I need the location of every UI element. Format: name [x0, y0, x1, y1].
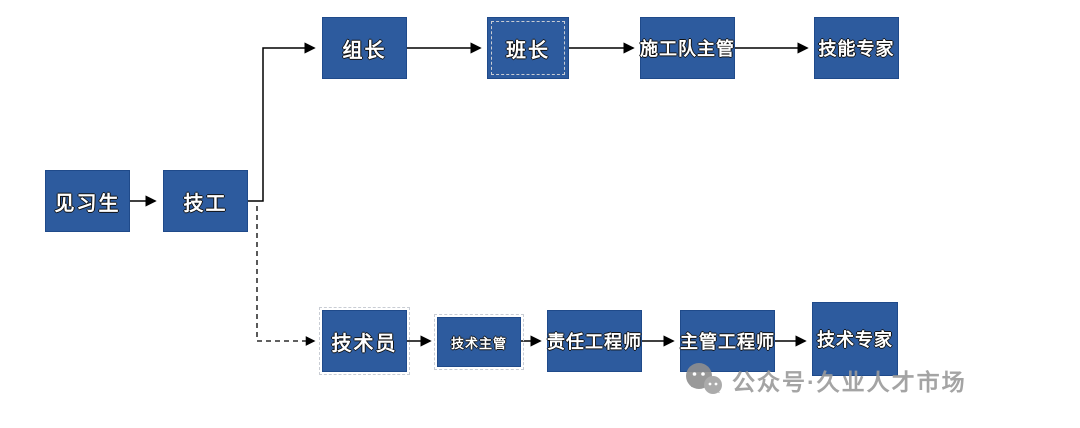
node-skill-expert: 技能专家: [814, 17, 899, 79]
node-construction-team-supervisor: 施工队主管: [640, 17, 735, 79]
node-trainee: 见习生: [45, 170, 130, 232]
watermark-text: 公众号·久业人才市场: [732, 369, 967, 395]
chat-bubbles-icon: [682, 360, 724, 400]
watermark: 公众号·久业人才市场: [682, 360, 967, 400]
node-technical-supervisor: 技术主管: [434, 314, 524, 370]
node-team-leader: 组长: [322, 17, 407, 79]
node-technical-staff: 技术员: [319, 307, 410, 375]
node-chief-engineer: 主管工程师: [680, 310, 775, 372]
node-technician: 技工: [163, 170, 248, 232]
node-responsible-engineer: 责任工程师: [547, 310, 642, 372]
node-technical-expert: 技术专家: [812, 302, 898, 376]
node-foreman: 班长: [487, 17, 569, 79]
